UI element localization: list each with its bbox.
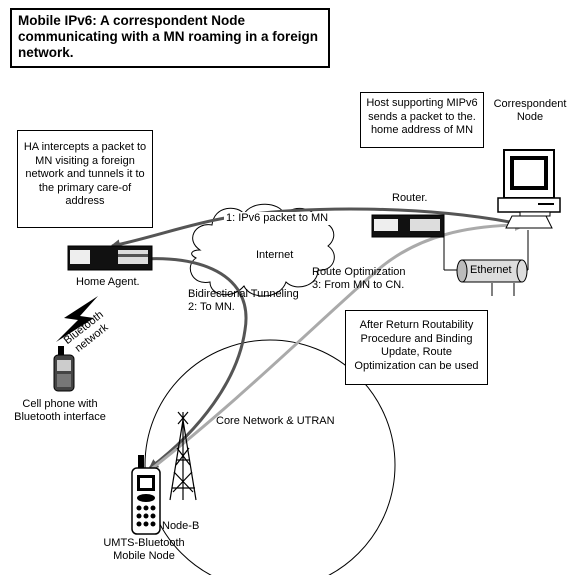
- cell-phone-icon: [53, 346, 75, 392]
- computer-icon: [497, 149, 561, 229]
- route-opt-label-line1: Route Optimization: [312, 266, 406, 278]
- host-note: Host supporting MIPv6 sends a packet to …: [360, 92, 484, 148]
- router-label: Router.: [392, 192, 428, 204]
- tunneling-label-line2: 2: To MN.: [188, 301, 235, 313]
- mobile-node-label: UMTS-Bluetooth Mobile Node: [82, 537, 206, 563]
- packet-label: 1: IPv6 packet to MN: [224, 212, 331, 225]
- internet-label: Internet: [256, 249, 294, 261]
- tunneling-label: Bidirectional Tunneling 2: To MN.: [188, 288, 299, 314]
- tunneling-label-line1: Bidirectional Tunneling: [188, 288, 299, 300]
- return-routability-note: After Return Routability Procedure and B…: [345, 310, 488, 385]
- correspondent-node-label-line1: Correspondent: [493, 98, 567, 110]
- mobile-node-label-line1: UMTS-Bluetooth: [103, 537, 185, 549]
- ethernet-label: Ethernet: [470, 264, 512, 276]
- route-opt-arrow: [149, 219, 527, 472]
- home-agent-icon: [67, 245, 153, 271]
- route-opt-label-line2: 3: From MN to CN.: [312, 279, 405, 291]
- tunnel-arrow: [117, 257, 248, 470]
- core-network-circle: [144, 339, 396, 575]
- correspondent-node-label-line2: Node: [516, 111, 544, 123]
- mobile-node-icon: [131, 455, 161, 535]
- cell-phone-label-line1: Cell phone with: [22, 398, 98, 410]
- ha-note: HA intercepts a packet to MN visiting a …: [17, 130, 153, 228]
- mobile-node-label-line2: Mobile Node: [113, 550, 175, 562]
- bluetooth-lightning-icon: [56, 296, 98, 342]
- cell-phone-label-line2: Bluetooth interface: [14, 411, 106, 423]
- correspondent-node-label: Correspondent Node: [490, 98, 570, 124]
- node-b-tower-icon: [169, 411, 197, 501]
- route-opt-label: Route Optimization 3: From MN to CN.: [312, 266, 406, 292]
- home-agent-label: Home Agent.: [76, 276, 140, 288]
- diagram-title: Mobile IPv6: A correspondent Node commun…: [10, 8, 330, 68]
- node-b-label: Node-B: [162, 520, 200, 532]
- core-network-label: Core Network & UTRAN: [216, 415, 335, 427]
- cell-phone-label: Cell phone with Bluetooth interface: [4, 398, 116, 424]
- ethernet-cylinder-icon: [456, 259, 528, 283]
- router-icon: [371, 214, 445, 238]
